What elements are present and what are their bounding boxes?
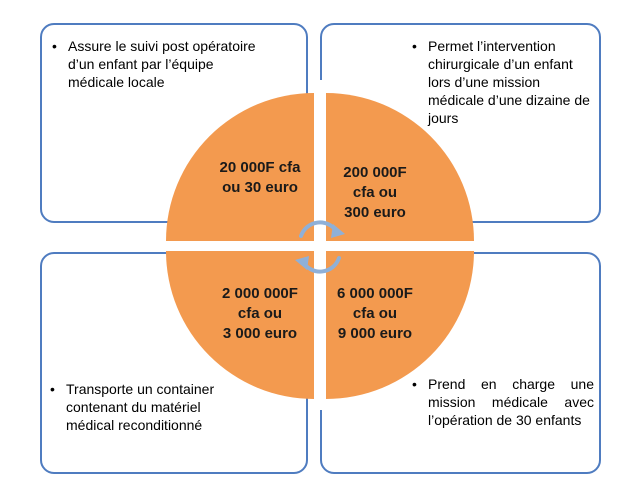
price-line: 200 000F <box>343 164 407 181</box>
price-line: 20 000F cfa <box>219 159 301 176</box>
quadrant-top-left <box>166 93 314 241</box>
bullet-icon: • <box>412 376 417 392</box>
quadrant-top-right <box>326 93 474 241</box>
price-line: 6 000 000F <box>337 285 413 302</box>
description-text: Prend en charge une mission médicale ave… <box>428 376 594 428</box>
price-line: cfa ou <box>352 184 398 201</box>
bullet-icon: • <box>52 38 57 54</box>
price-top-left: 20 000F cfa ou 30 euro <box>205 158 315 198</box>
price-bottom-right: 6 000 000F cfa ou 9 000 euro <box>320 284 430 344</box>
price-line: ou 30 euro <box>222 179 298 196</box>
quadrant-bottom-left <box>166 251 314 399</box>
price-line: 3 000 euro <box>222 325 298 342</box>
price-line: cfa ou <box>352 305 398 322</box>
price-top-right: 200 000F cfa ou 300 euro <box>320 163 430 223</box>
description-top-left: • Assure le suivi post opératoire d’un e… <box>52 37 268 91</box>
price-line: 9 000 euro <box>337 325 413 342</box>
price-line: 2 000 000F <box>222 285 298 302</box>
cycle-arrowheads <box>295 224 345 270</box>
price-line: 300 euro <box>344 204 406 221</box>
price-bottom-left: 2 000 000F cfa ou 3 000 euro <box>205 284 315 344</box>
vertical-divider <box>314 80 326 410</box>
price-line: cfa ou <box>237 305 283 322</box>
bullet-icon: • <box>412 38 417 54</box>
description-top-right: • Permet l’intervention chirurgicale d’u… <box>412 37 596 127</box>
quadrant-bottom-right <box>326 251 474 399</box>
description-text: Assure le suivi post opératoire d’un enf… <box>68 38 256 90</box>
bullet-icon: • <box>50 381 55 397</box>
description-text: Permet l’intervention chirurgicale d’un … <box>428 38 590 126</box>
description-text: Transporte un container contenant du mat… <box>66 381 215 433</box>
description-bottom-left: • Transporte un container contenant du m… <box>50 380 246 434</box>
description-bottom-right: • Prend en charge une mission médicale a… <box>412 375 594 429</box>
